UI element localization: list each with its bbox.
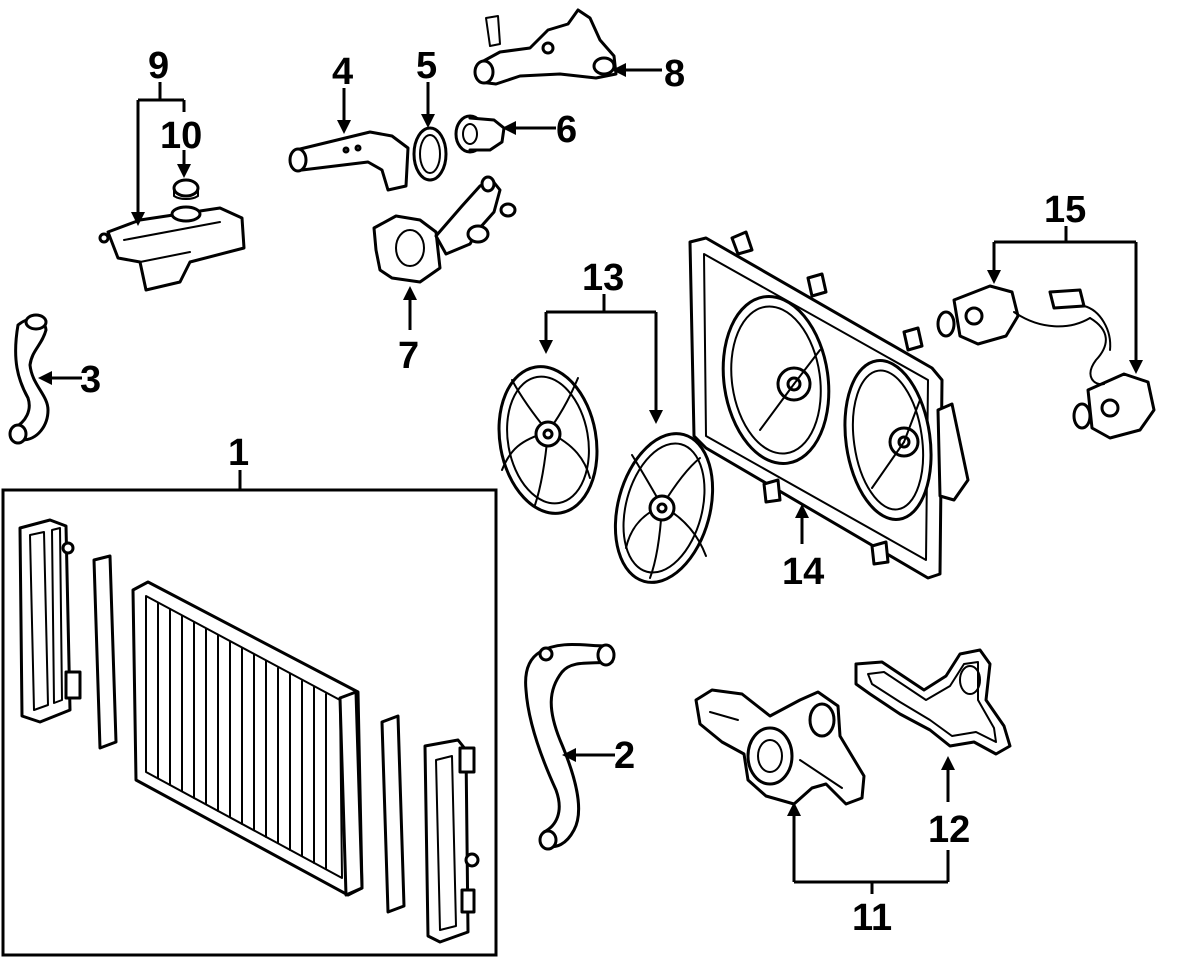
water-outlet-housing: [473, 8, 618, 86]
water-inlet-pipe: [288, 130, 410, 192]
fan-motor-lower: [1072, 305, 1156, 440]
fan-blade-left: [497, 365, 599, 515]
radiator-group-frame: [1, 488, 498, 957]
radiator-seal-right: [380, 714, 406, 914]
callout-15: 15: [1044, 189, 1086, 231]
callout-6: 6: [556, 109, 577, 151]
radiator-seal-left: [92, 554, 118, 750]
callout-10: 10: [160, 115, 202, 157]
lower-radiator-hose: [524, 643, 616, 851]
thermostat-gasket: [412, 126, 448, 182]
thermostat: [454, 114, 506, 154]
callout-13: 13: [582, 257, 624, 299]
callout-3: 3: [80, 359, 101, 401]
callout-12: 12: [928, 809, 970, 851]
water-pump: [694, 688, 866, 806]
callout-7: 7: [398, 335, 419, 377]
right-radiator-tank: [423, 738, 480, 944]
callout-5: 5: [416, 45, 437, 87]
callout-2: 2: [614, 735, 635, 777]
radiator-core: [131, 580, 364, 897]
water-pump-gasket: [854, 648, 1012, 756]
water-inlet-housing: [372, 175, 517, 284]
callout-4: 4: [332, 51, 353, 93]
callout-9: 9: [148, 45, 169, 87]
fan-motor-upper: [936, 284, 1091, 346]
upper-radiator-hose: [8, 313, 50, 445]
reservoir-cap: [172, 178, 200, 200]
callout-14: 14: [782, 551, 824, 593]
fan-shroud: [688, 230, 970, 580]
radiator-assembly-group: 1: [1, 432, 498, 957]
callout-1: 1: [228, 432, 249, 474]
callout-8: 8: [664, 53, 685, 95]
left-radiator-tank: [18, 518, 82, 724]
fan-blade-right: [613, 432, 715, 584]
coolant-reservoir: [98, 205, 246, 292]
callout-11: 11: [852, 897, 892, 939]
